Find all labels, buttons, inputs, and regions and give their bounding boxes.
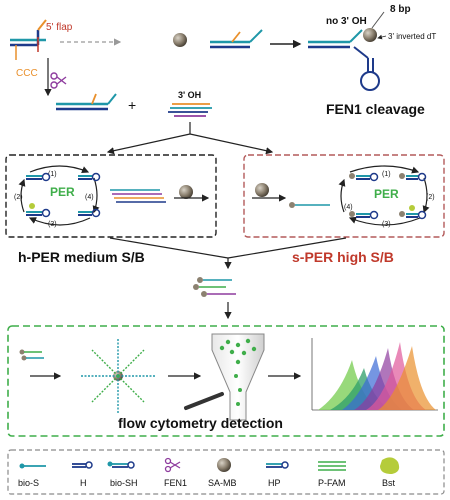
hp-icon (399, 172, 427, 182)
hp-icon (78, 208, 101, 218)
hp-icon (26, 203, 51, 218)
flow-cytometry-panel: flow cytometry detection (7, 325, 445, 437)
s-per-step-1: (1) (382, 171, 391, 178)
legend-label-bio-sh: bio-SH (110, 478, 138, 488)
hp-icon (349, 210, 379, 220)
h-per-step-4: (4) (85, 194, 94, 201)
flap-label: 5' flap (46, 22, 73, 33)
3oh-label: 3' OH (178, 90, 201, 100)
hp-icon (266, 461, 289, 469)
inverted-dt-label: 3' inverted dT (388, 32, 436, 41)
flow-cytometry-title: flow cytometry detection (118, 415, 283, 431)
h-per-title: h-PER medium S/B (18, 249, 145, 265)
bead-starburst (80, 338, 156, 414)
legend-label-h: H (80, 478, 87, 488)
top-section: 5' flap CCC no 3' OH 8 bp 3' (10, 4, 436, 155)
h-per-panel: PER (1) (4) (3) (2) (5, 154, 217, 238)
legend-label-fen1: FEN1 (164, 478, 187, 488)
legend: bio-S H bio-SH FEN1 SA-MB (7, 449, 445, 495)
polymerase-icon (380, 457, 400, 474)
flap-probe-duplex (10, 19, 47, 60)
split-arrow-right (189, 133, 274, 155)
scissors-icon (50, 72, 67, 89)
hp-icon (349, 172, 379, 182)
hp-icon (78, 172, 101, 182)
s-per-step-4: (4) (344, 204, 353, 211)
released-fragments (168, 103, 212, 117)
bead-icon (255, 183, 269, 197)
bead-icon (217, 458, 231, 472)
legend-label-bio-s: bio-S (18, 478, 39, 488)
bead-icon (179, 185, 193, 199)
input-strands (19, 349, 62, 380)
p-fam-icon (318, 461, 346, 471)
bead-icon (173, 33, 187, 47)
duplex-2 (210, 29, 263, 49)
legend-label-bst: Bst (382, 478, 396, 488)
ccc-label: CCC (16, 68, 38, 79)
s-per-step-2: (2) (426, 194, 435, 201)
scissors-icon (164, 457, 181, 473)
flow-tube (184, 333, 265, 421)
s-per-panel: PER (1) (2) (3) (4) (243, 154, 445, 238)
plus-sign: + (128, 97, 136, 113)
cleaved-duplex (56, 93, 117, 111)
legend-label-hp: HP (268, 478, 281, 488)
s-per-title: s-PER high S/B (292, 249, 394, 265)
legend-label-p-fam: P-FAM (318, 478, 346, 488)
bio-s-icon (19, 463, 46, 469)
8bp-label: 8 bp (390, 4, 411, 15)
h-per-step-1: (1) (48, 171, 57, 178)
fen1-cleavage-title: FEN1 cleavage (326, 101, 425, 117)
s-per-engine-label: PER (374, 187, 399, 201)
h-per-engine-label: PER (50, 185, 75, 199)
h-per-step-2: (2) (14, 194, 23, 201)
hairpin-complex (308, 11, 385, 91)
split-arrow-left (106, 133, 191, 155)
hp-icon (399, 205, 427, 220)
hairpin-icon (72, 461, 93, 469)
fluorescence-histograms (311, 338, 438, 411)
hp-icon (26, 172, 51, 182)
bead-strands (193, 277, 236, 297)
bio-sh-icon (107, 461, 135, 469)
merge-arrows (109, 237, 347, 270)
no-3oh-label: no 3' OH (326, 16, 367, 27)
legend-label-sa-mb: SA-MB (208, 478, 237, 488)
